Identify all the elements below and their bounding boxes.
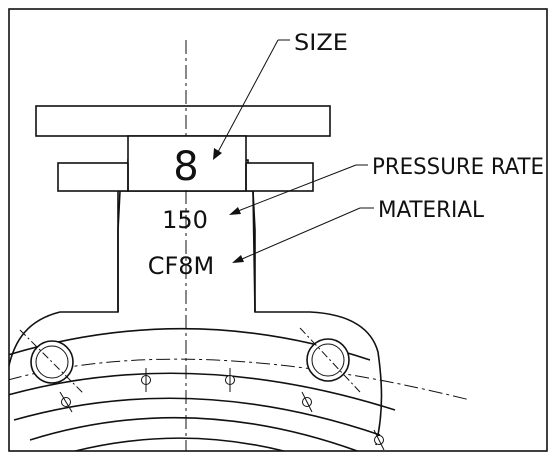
body-arc-6 [72,437,287,451]
callout-pressure-rate: PRESSURE RATE [372,155,544,180]
body-outline [9,159,383,446]
body-arc-3 [9,372,396,411]
callout-material: MATERIAL [378,198,484,223]
top-flange [35,105,331,137]
leader-material [232,207,374,263]
body-arc-5 [29,416,360,451]
drawing-frame [8,8,548,452]
pressure-mark: 150 [162,206,208,234]
leader-pressure [229,164,368,215]
size-mark: 8 [173,144,198,190]
bolt-hole-right [299,327,361,393]
leader-size [213,39,290,160]
callout-size: SIZE [294,31,348,56]
body-arc-4 [13,397,381,436]
material-mark: CF8M [148,252,215,280]
neck-right [252,190,256,313]
bolt-hole-left [19,329,85,395]
small-holes [59,368,385,451]
